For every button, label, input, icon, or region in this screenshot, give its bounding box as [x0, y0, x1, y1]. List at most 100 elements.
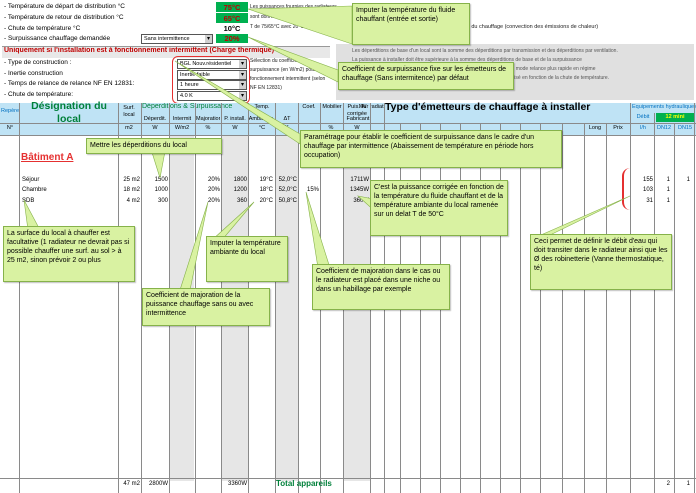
note-debit: Ceci permet de définir le débit d'eau qu… — [530, 234, 672, 290]
row-sejour-name: Séjour — [22, 177, 40, 183]
vline — [674, 123, 675, 493]
row-sejour-major[interactable]: 20% — [207, 177, 220, 183]
total-label: Total appareils — [276, 479, 332, 488]
intermittent-title: Uniquement si l'installation est à fonct… — [4, 47, 275, 54]
unit-pct2: % — [328, 125, 334, 131]
row-sejour-debit: 155 — [642, 177, 653, 183]
row-chambre-surf[interactable]: 18 m2 — [123, 187, 140, 193]
unit-w: W — [152, 125, 158, 131]
note-puissance-corrigee: C'est la puissance corrigée en fonction … — [370, 180, 508, 236]
header-equipements: Equipements hydrauliques — [632, 104, 696, 110]
header-fabricant: Fabricant — [346, 116, 370, 122]
temp-depart-value[interactable]: 75°C — [223, 3, 241, 12]
note-surface: La surface du local à chauffer est facul… — [3, 226, 135, 282]
row-sejour-deperd[interactable]: 1500 — [154, 177, 168, 183]
note-deperditions: Mettre les déperditions du local — [86, 138, 222, 154]
row-chambre-temp[interactable]: 18°C — [259, 187, 273, 193]
note-temp-fluide: Imputer la température du fluide chauffa… — [352, 3, 470, 45]
vline — [654, 113, 655, 493]
vline — [19, 103, 20, 493]
info-text-1: Les déperditions de base d'un local sont… — [352, 48, 618, 54]
totals-divider — [0, 478, 696, 479]
row-sdb-major[interactable]: 20% — [207, 198, 220, 204]
vline — [520, 124, 521, 493]
header-coef: Coef. — [302, 104, 316, 110]
total-pinst: 3360W — [227, 481, 247, 487]
aux-text-3: T de 75/65°C avec 20°C (ΔT 50 K) — [250, 24, 327, 30]
param-temp-depart-label: - Température de départ de distribution … — [4, 3, 125, 10]
temp-retour-value[interactable]: 65°C — [223, 14, 241, 23]
row-sdb-deperd[interactable]: 300 — [157, 198, 168, 204]
row-sejour-temp[interactable]: 19°C — [259, 177, 273, 183]
header-puissance: Puis. W — [347, 104, 367, 110]
header-designation: Désignation du local — [31, 100, 107, 125]
unit-w2: W — [232, 125, 238, 131]
row-chambre-puis: 1345W — [349, 187, 369, 193]
vline — [584, 124, 585, 493]
header-intermit: Intermit — [172, 116, 192, 122]
row-sdb-temp[interactable]: 20°C — [259, 198, 273, 204]
row-sdb-name: SDB — [22, 198, 35, 204]
row-chambre-name: Chambre — [22, 187, 47, 193]
aux-text-2: sont données pour — [250, 14, 292, 20]
header-repere: Repère — [1, 108, 20, 114]
surpuissance-cell-bg — [216, 34, 248, 43]
pointer-parametrage — [174, 60, 301, 145]
header-debit: Débit — [636, 114, 650, 120]
header-dn15: DN15 — [677, 125, 693, 131]
chute-temp-select[interactable]: 4.0 K — [177, 91, 247, 101]
param-surpuissance-label: - Surpuissance chauffage demandée — [4, 35, 111, 42]
header-ambiance: Ambiance — [248, 116, 274, 122]
pointer-coef-surp — [247, 36, 339, 83]
surpuissance-value[interactable]: 20% — [224, 34, 240, 43]
row-sdb-surf[interactable]: 4 m2 — [126, 198, 140, 204]
temp-retour-cell-bg — [216, 13, 248, 23]
vline — [606, 124, 607, 493]
vline — [562, 124, 563, 493]
info-text-2: La puissance à installer doit être supér… — [352, 57, 582, 63]
row-sejour-dt: 52,0°C — [278, 177, 297, 183]
vline — [460, 124, 461, 493]
header-puissance-2: corrigée — [347, 111, 367, 117]
surpuissance-select[interactable]: Sans intermittence — [141, 34, 213, 44]
temp-depart-cell-bg — [216, 2, 248, 12]
header-emetteurs-title: Type d'émetteurs de chauffage à installe… — [385, 101, 591, 113]
unit-m2: m2 — [125, 125, 133, 131]
type-construction-select[interactable]: BGL Nouv.résidentiel — [177, 59, 247, 69]
pointer-mob — [305, 191, 331, 269]
unit-pct: % — [205, 125, 211, 131]
row-chambre-pinst: 1200 — [233, 187, 247, 193]
row-sejour-surf[interactable]: 25 m2 — [123, 177, 140, 183]
chute-value: 10°C — [223, 24, 241, 33]
type-construction-label: - Type de construction : — [4, 59, 72, 66]
note-coef-surp: Coefficient de surpuissance fixe sur les… — [338, 62, 514, 90]
row-chambre-dt: 52,0°C — [278, 187, 297, 193]
row-sejour-puis: 1711W — [350, 177, 369, 183]
unit-wm2: W/m2 — [174, 125, 190, 131]
debit-brace — [622, 168, 634, 210]
intermittent-side-4: NF EN 12831) — [250, 85, 282, 91]
row-chambre-dn12: 1 — [666, 187, 670, 193]
note-parametrage: Paramétrage pour établir le coefficient … — [300, 130, 562, 168]
vline — [118, 103, 119, 493]
note-coef-majoration-mob: Coefficient de majoration dans le cas ou… — [312, 264, 450, 310]
pointer-coef-maj — [179, 201, 209, 291]
note-temp-ambiante: Imputer la température ambiante du local — [206, 236, 288, 282]
row-chambre-mob[interactable]: 15% — [306, 187, 319, 193]
vline — [630, 103, 631, 493]
header-dn-mini: 12 mini — [665, 114, 685, 120]
aux-text-1: Les puissances fournies des radiateurs — [250, 4, 337, 10]
row-chambre-deperd[interactable]: 1000 — [154, 187, 168, 193]
total-dn15: 1 — [686, 481, 690, 487]
header-debit-unit: l/h — [640, 125, 646, 131]
row-sdb-debit: 31 — [646, 198, 653, 204]
vline — [500, 124, 501, 493]
vline — [275, 103, 276, 493]
total-deperd: 2800W — [148, 481, 168, 487]
vline — [141, 103, 142, 493]
vline — [694, 103, 695, 493]
vline — [298, 103, 299, 493]
row-chambre-major[interactable]: 20% — [207, 187, 220, 193]
header-mur: Mur radiat. — [358, 104, 386, 110]
